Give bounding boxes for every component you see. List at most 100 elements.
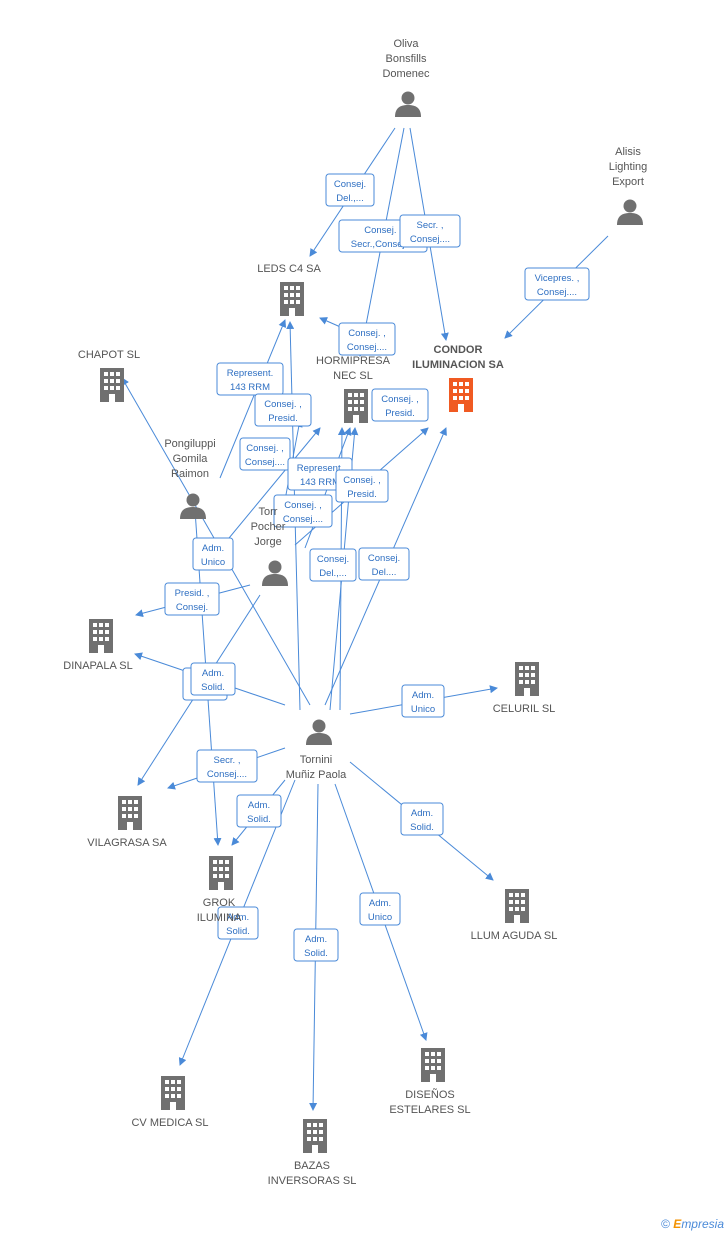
relation-label-border	[358, 547, 410, 581]
node-label: Bonsfills	[386, 53, 427, 65]
relation-label-box[interactable]: Adm.Unico	[359, 892, 401, 926]
relation-label-border	[338, 322, 396, 356]
footer-credit: © Empresia	[661, 1217, 724, 1231]
relation-label-box[interactable]: Presid. ,Consej.	[164, 582, 220, 616]
relation-label-text: Secr. ,	[214, 755, 241, 766]
relation-label-text: Solid.	[304, 948, 328, 959]
relation-edge	[214, 427, 321, 556]
relation-label-box[interactable]: Adm.Solid.	[400, 802, 444, 836]
relation-label-text: Presid.	[385, 408, 415, 419]
relation-label-box[interactable]: Consej.Del.,...	[309, 548, 357, 582]
relation-label-border	[254, 393, 312, 427]
person-icon	[262, 560, 288, 586]
relation-label-border	[217, 906, 259, 940]
node-label: ILUMINACION SA	[412, 359, 504, 371]
relation-label-text: Adm.	[202, 668, 224, 679]
node-label: Gomila	[173, 453, 209, 465]
building-icon	[209, 856, 233, 890]
relation-label-border	[273, 494, 333, 528]
relation-label-box[interactable]: Secr. ,Consej....	[399, 214, 461, 248]
relation-label-box[interactable]: Consej. , Consej....	[273, 494, 333, 528]
node-label: Oliva	[393, 38, 419, 50]
building-icon	[280, 282, 304, 316]
relation-label-border	[216, 362, 284, 396]
relation-label-border	[192, 537, 234, 571]
relation-label-border	[335, 469, 389, 503]
relation-label-box[interactable]: Adm. Unico	[401, 684, 445, 718]
relation-label-text: Adm.	[227, 912, 249, 923]
person-icon	[180, 493, 206, 519]
relation-label-text: Consej....	[283, 514, 323, 525]
relation-label-box[interactable]: Represent. 143 RRM	[216, 362, 284, 396]
building-icon	[118, 796, 142, 830]
node-label: Alisis	[615, 146, 641, 158]
person-icon	[306, 719, 332, 745]
relation-label-border	[524, 267, 590, 301]
node-label: Jorge	[254, 536, 282, 548]
node-chapot[interactable]: CHAPOT SL	[78, 349, 140, 402]
relation-label-text: Adm.	[305, 934, 327, 945]
relation-label-text: Consej. ,	[348, 328, 386, 339]
relation-label-border	[309, 548, 357, 582]
relation-label-text: Represent.	[227, 368, 273, 379]
node-label: Tornini	[300, 754, 332, 766]
relation-label-box[interactable]: Consej. ,Presid.	[254, 393, 312, 427]
relation-label-box[interactable]: Consej. ,Presid.	[371, 388, 429, 422]
relation-label-text: Adm.	[248, 800, 270, 811]
node-celuril[interactable]: CELURIL SL	[493, 662, 556, 715]
node-label: CHAPOT SL	[78, 349, 140, 361]
relation-label-border	[164, 582, 220, 616]
relation-label-box[interactable]: Adm. Solid.	[236, 794, 282, 828]
relation-label-border	[399, 214, 461, 248]
relation-label-box[interactable]: Vicepres. ,Consej....	[524, 267, 590, 301]
relation-label-box[interactable]: Adm. Solid.	[293, 928, 339, 962]
relation-label-text: Consej. ,	[246, 443, 284, 454]
relation-label-box[interactable]: Consej. ,Consej....	[338, 322, 396, 356]
relation-label-text: Consej....	[410, 234, 450, 245]
relation-label-text: Consej.	[317, 554, 349, 565]
node-label: Muñiz Paola	[286, 769, 347, 781]
building-icon	[89, 619, 113, 653]
relation-label-text: 143 RRM	[230, 382, 270, 393]
node-vilagrasa[interactable]: VILAGRASA SA	[87, 796, 167, 849]
relation-label-text: Solid.	[247, 814, 271, 825]
relation-label-text: Consej. ,	[264, 399, 302, 410]
relation-label-text: Del.,...	[336, 193, 363, 204]
node-label: VILAGRASA SA	[87, 837, 167, 849]
relation-label-text: Adm.	[412, 690, 434, 701]
relation-label-box[interactable]: Consej. ,Consej....	[239, 437, 291, 471]
relation-label-box[interactable]: Secr. , Consej....	[196, 749, 258, 783]
relation-label-text: Consej. ,	[284, 500, 322, 511]
relation-label-box[interactable]: Adm.Solid.	[217, 906, 259, 940]
node-label: INVERSORAS SL	[268, 1175, 357, 1187]
brand-logo[interactable]: Empresia	[673, 1217, 724, 1231]
relation-label-box[interactable]: Adm.Solid.	[190, 662, 236, 696]
node-label: DINAPALA SL	[63, 660, 133, 672]
node-llum[interactable]: LLUM AGUDA SL	[471, 889, 558, 942]
relation-label-box[interactable]: Adm.Unico	[192, 537, 234, 571]
relation-label-box[interactable]: Consej.Del....	[358, 547, 410, 581]
node-leds[interactable]: LEDS C4 SA	[257, 263, 321, 316]
relation-label-text: Unico	[411, 704, 435, 715]
node-dinapala[interactable]: DINAPALA SL	[63, 619, 133, 672]
relation-label-border	[325, 173, 375, 207]
node-label: Pongiluppi	[164, 438, 215, 450]
relation-label-border	[401, 684, 445, 718]
relation-label-box[interactable]: Consej. ,Presid.	[335, 469, 389, 503]
node-cvmedica[interactable]: CV MEDICA SL	[131, 1076, 209, 1129]
relation-label-box[interactable]: Consej.Del.,...	[325, 173, 375, 207]
node-label: ESTELARES SL	[389, 1104, 470, 1116]
relation-label-text: Adm.	[202, 543, 224, 554]
relation-label-text: Consej....	[207, 769, 247, 780]
